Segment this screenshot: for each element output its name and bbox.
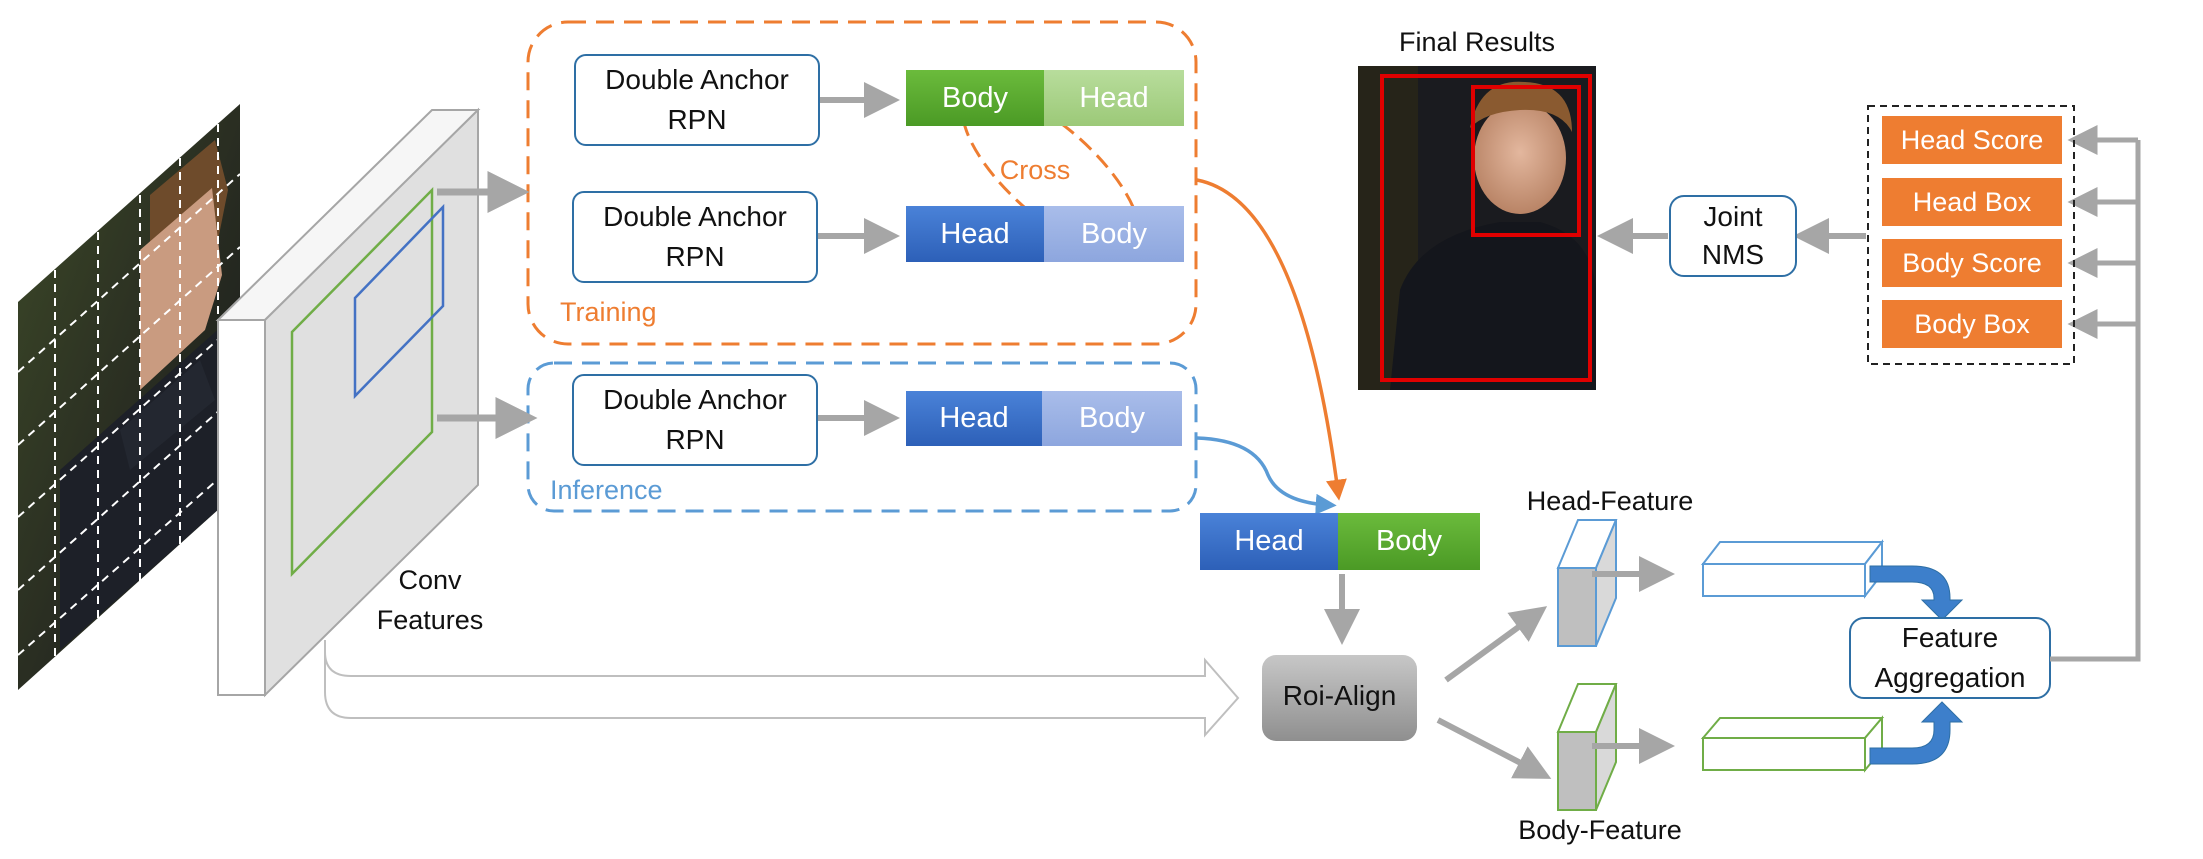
conv-features-label: Conv Features	[376, 565, 484, 635]
inference-out-head: Head	[906, 391, 1042, 446]
conv-feature-block	[215, 107, 481, 698]
training-rpn-1: Double Anchor RPN	[574, 54, 820, 146]
anchor-grid	[17, 124, 241, 657]
arrow-training-to-merged	[1196, 178, 1347, 501]
output-head-box: Head Box	[1882, 178, 2062, 226]
roi-align-label: Roi-Align	[1282, 680, 1397, 711]
arrow-roi-to-body-feature	[1436, 717, 1552, 779]
joint-nms-label: Joint NMS	[1701, 201, 1765, 270]
feature-aggregation-label: Feature Aggregation	[1874, 622, 2026, 693]
training-out2-body: Body	[1044, 206, 1184, 262]
merged-head: Head	[1200, 513, 1338, 570]
output-body-score: Body Score	[1882, 239, 2062, 287]
training-out1-head: Head	[1044, 70, 1184, 126]
training-region	[526, 20, 1198, 346]
conv-to-roi-hollow-arrow	[324, 640, 1240, 738]
inference-out-body: Body	[1042, 391, 1182, 446]
final-results-label: Final Results	[1398, 27, 1556, 57]
training-rpn-2: Double Anchor RPN	[572, 191, 818, 283]
body-feature-label: Body-Feature	[1518, 815, 1682, 845]
aggregation-feedback-line	[2050, 140, 2141, 662]
output-body-box: Body Box	[1882, 300, 2062, 348]
head-anchor-region	[353, 203, 445, 400]
head-feature-map	[1556, 519, 1618, 647]
arrow-roi-to-head-feature	[1444, 606, 1548, 683]
final-result-image	[1358, 66, 1596, 390]
roi-align-box	[1262, 655, 1417, 741]
arrow-body-vector-to-aggregation	[1869, 701, 1964, 765]
outputs-box	[1867, 105, 2075, 365]
arrow-inference-to-merged	[1196, 436, 1337, 515]
cross-label: Cross	[999, 155, 1071, 185]
head-feature-label: Head-Feature	[1526, 486, 1694, 516]
training-label: Training	[560, 297, 657, 327]
training-out1-body: Body	[906, 70, 1044, 126]
inference-label: Inference	[550, 475, 663, 505]
input-image	[17, 104, 241, 690]
joint-nms-box	[1669, 195, 1797, 277]
output-head-score: Head Score	[1882, 116, 2062, 164]
merged-body: Body	[1338, 513, 1480, 570]
inference-rpn: Double Anchor RPN	[572, 374, 818, 466]
body-fc-vector	[1700, 715, 1885, 773]
body-anchor-region	[290, 186, 434, 578]
head-fc-vector	[1700, 539, 1885, 599]
training-out2-head: Head	[906, 206, 1044, 262]
arrow-head-vector-to-aggregation	[1869, 565, 1964, 621]
head-detection-box	[1471, 85, 1581, 237]
body-detection-box	[1380, 74, 1592, 382]
